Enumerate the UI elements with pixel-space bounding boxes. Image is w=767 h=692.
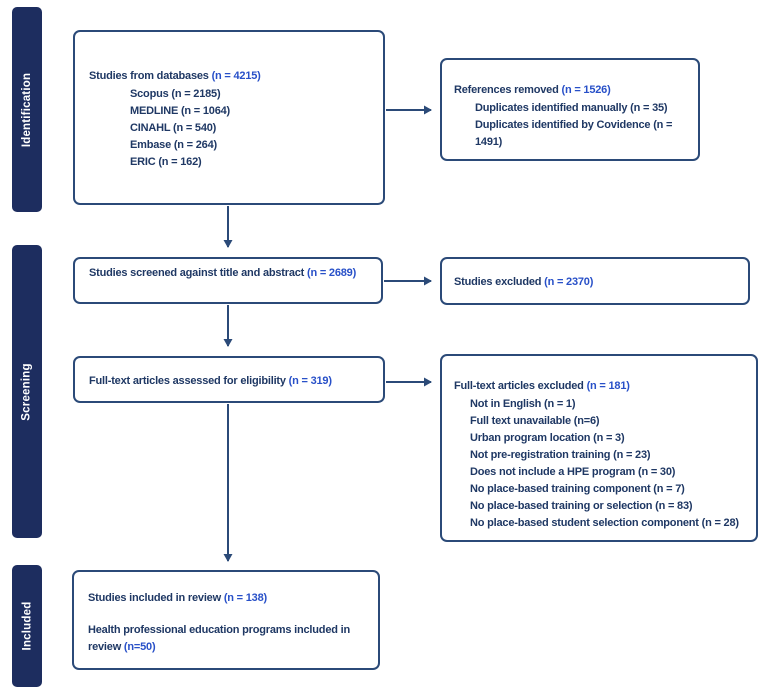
box-item-list: Scopus (n = 2185) MEDLINE (n = 1064) CIN… [89, 86, 371, 171]
box-title-text: Full-text articles assessed for eligibil… [89, 375, 289, 387]
box-title: Studies from databases (n = 4215) [89, 68, 371, 85]
list-item: CINAHL (n = 540) [130, 122, 217, 134]
box-title-text: Studies from databases [89, 70, 212, 82]
list-item: ERIC (n = 162) [130, 156, 202, 168]
box-studies-screened: Studies screened against title and abstr… [73, 257, 383, 304]
stage-bar-included: Included [12, 565, 42, 687]
box-studies-included: Studies included in review (n = 138) Hea… [72, 570, 380, 670]
box-count: (n = 2689) [307, 267, 357, 279]
list-item: Duplicates identified by Covidence (n = … [475, 119, 673, 148]
box-title: References removed (n = 1526) [454, 82, 688, 99]
list-item: Not pre-registration training (n = 23) [470, 449, 651, 461]
list-item: No place-based training component (n = 7… [470, 483, 685, 495]
stage-bar-identification: Identification [12, 7, 42, 212]
box-title: Studies screened against title and abstr… [89, 265, 357, 282]
box-title-text: Studies screened against title and abstr… [89, 267, 307, 279]
box-title-text: Studies excluded [454, 276, 545, 288]
box-title: Studies excluded (n = 2370) [454, 274, 738, 291]
box-item-list: Duplicates identified manually (n = 35) … [454, 100, 688, 151]
box-title: Full-text articles assessed for eligibil… [89, 373, 373, 390]
box-studies-excluded: Studies excluded (n = 2370) [440, 257, 750, 305]
box-count: (n = 138) [223, 592, 267, 604]
box-subtitle: Health professional education programs i… [88, 622, 364, 656]
box-fulltext-assessed: Full-text articles assessed for eligibil… [73, 356, 385, 403]
box-count: (n = 181) [586, 380, 630, 392]
list-item: Urban program location (n = 3) [470, 432, 625, 444]
box-count: (n=50) [123, 641, 156, 653]
stage-label-identification: Identification [21, 72, 34, 147]
list-item: No place-based student selection compone… [470, 517, 739, 529]
list-item: MEDLINE (n = 1064) [130, 105, 231, 117]
box-count: (n = 319) [288, 375, 332, 387]
box-fulltext-excluded: Full-text articles excluded (n = 181) No… [440, 354, 758, 542]
list-item: Scopus (n = 2185) [130, 88, 221, 100]
box-references-removed: References removed (n = 1526) Duplicates… [440, 58, 700, 161]
box-count: (n = 2370) [544, 276, 594, 288]
list-item: Duplicates identified manually (n = 35) [475, 102, 668, 114]
stage-bar-screening: Screening [12, 245, 42, 538]
box-title-text: Studies included in review [88, 592, 224, 604]
list-item: Embase (n = 264) [130, 139, 217, 151]
box-title: Studies included in review (n = 138) [88, 590, 364, 607]
list-item: Not in English (n = 1) [470, 398, 576, 410]
box-subtitle-text: Health professional education programs i… [88, 624, 350, 653]
box-count: (n = 4215) [211, 70, 261, 82]
box-title-text: Full-text articles excluded [454, 380, 587, 392]
box-studies-from-databases: Studies from databases (n = 4215) Scopus… [73, 30, 385, 205]
stage-label-included: Included [21, 601, 34, 651]
list-item: Full text unavailable (n=6) [470, 415, 600, 427]
list-item: No place-based training or selection (n … [470, 500, 693, 512]
box-title: Full-text articles excluded (n = 181) [454, 378, 750, 395]
list-item: Does not include a HPE program (n = 30) [470, 466, 676, 478]
stage-label-screening: Screening [21, 362, 33, 421]
box-count: (n = 1526) [561, 84, 611, 96]
box-item-list: Not in English (n = 1) Full text unavail… [454, 396, 750, 532]
box-title-text: References removed [454, 84, 562, 96]
